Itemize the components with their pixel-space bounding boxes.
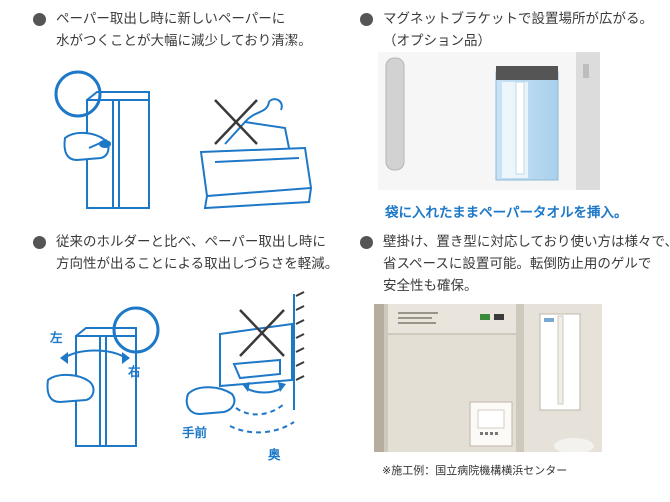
illustration-conventional-pull [180,290,310,455]
feature-mounting-line3: 安全性も確保。 [383,278,478,294]
feature-clean-line1: ペーパー取出し時に新しいペーパーに [56,11,286,27]
feature-direction-line2: 方向性が出ることによる取出しづらさを軽減。 [56,256,339,272]
bullet-icon [33,236,46,249]
illustration-conventional-wet-paper [195,92,320,210]
magnet-caption: 袋に入れたままペーパータオルを挿入。 [385,205,628,221]
feature-mounting-line2: 省スペースに設置可能。転倒防止用のゲルで [383,256,652,272]
label-right: 右 [128,364,141,379]
feature-direction-line1: 従来のホルダーと比べ、ペーパー取出し時に [56,234,326,250]
bullet-icon [360,13,373,26]
feature-mounting-line1: 壁掛け、置き型に対応しており使い方は様々で、 [383,234,670,250]
label-front: 手前 [182,425,208,440]
feature-mounting-text: 壁掛け、置き型に対応しており使い方は様々で、 省スペースに設置可能。転倒防止用の… [383,231,670,297]
installation-caption: ※施工例：国立病院機構横浜センター [382,464,568,477]
feature-clean-text: ペーパー取出し時に新しいペーパーに 水がつくことが大幅に減少しており清潔。 [56,8,312,52]
label-back: 奥 [268,447,281,462]
magnet-bracket-photo [378,52,600,190]
feature-direction-text: 従来のホルダーと比べ、ペーパー取出し時に 方向性が出ることによる取出しづらさを軽… [56,231,338,275]
feature-magnet-line1: マグネットブラケットで設置場所が広がる。 [383,11,653,27]
illustration-clean-dispenser [45,68,160,218]
bullet-icon [360,236,373,249]
feature-clean-line2: 水がつくことが大幅に減少しており清潔。 [56,33,312,49]
installation-example-photo [374,304,602,452]
feature-magnet-line2: （オプション品） [383,33,491,49]
bullet-icon [33,13,46,26]
feature-magnet-text: マグネットブラケットで設置場所が広がる。 （オプション品） [383,8,653,52]
label-left: 左 [50,330,63,345]
illustration-direction-dispenser [40,296,170,456]
